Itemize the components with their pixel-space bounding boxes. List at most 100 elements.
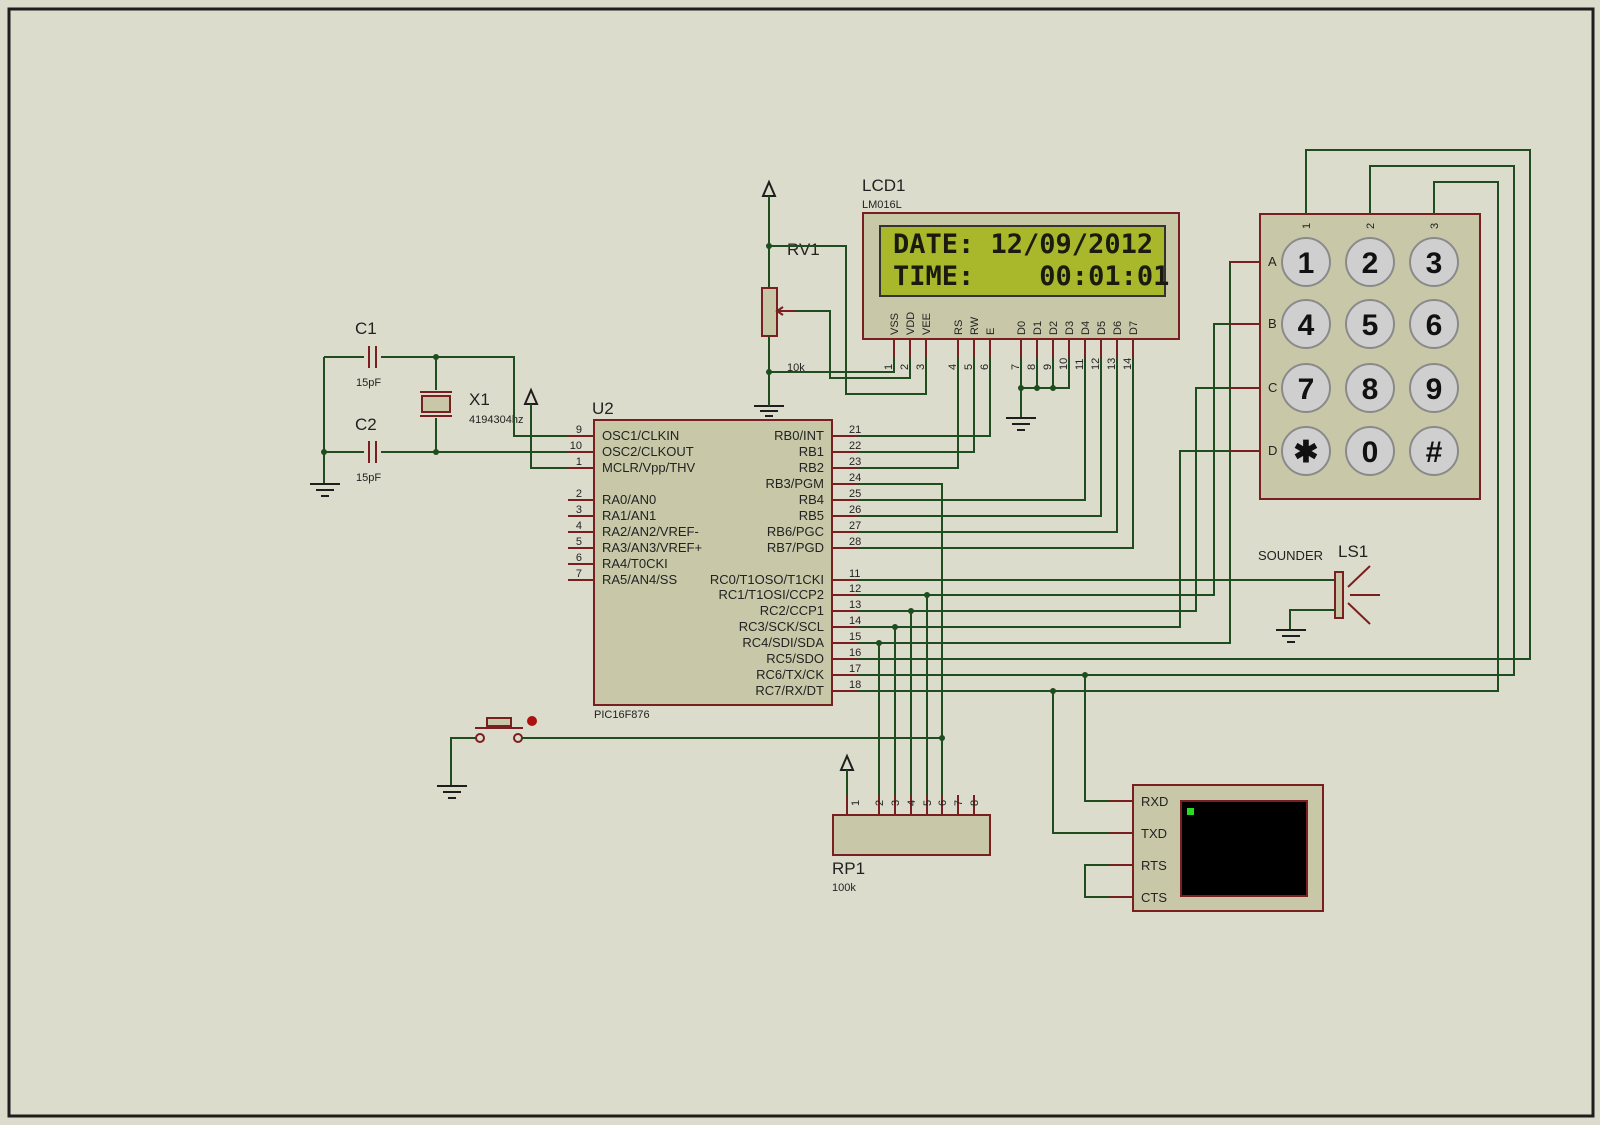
sounder-ref: LS1: [1338, 542, 1368, 561]
mcu-pin-name: RB7/PGD: [767, 540, 824, 555]
mcu-pin-number: 25: [849, 488, 861, 500]
rp1-pin-number: 1: [850, 800, 862, 806]
lcd-pin-number: 12: [1090, 358, 1102, 370]
lcd-part: LM016L: [862, 199, 902, 211]
lcd-ref: LCD1: [862, 176, 905, 195]
mcu-pin-number: 11: [849, 568, 860, 580]
lcd-pin-number: 10: [1058, 358, 1070, 370]
sounder-body: [1334, 571, 1344, 619]
mcu-pin-name: RA2/AN2/VREF-: [602, 524, 699, 539]
mcu-pin-number: 27: [849, 520, 861, 532]
keypad-key-label: 2: [1362, 247, 1379, 280]
keypad-key[interactable]: [1281, 299, 1331, 349]
rp1-pin-number: 6: [937, 800, 949, 806]
terminal-screen: [1180, 800, 1308, 897]
lcd-pin-name: RS: [953, 320, 965, 335]
mcu-pin-number: 15: [849, 631, 861, 643]
mcu-pin-name: RA4/T0CKI: [602, 556, 668, 571]
mcu-right-pins: 21RB0/INT22RB123RB224RB3/PGM25RB426RB527…: [710, 424, 861, 698]
mcu-pin-number: 21: [849, 424, 861, 436]
crystal-x1[interactable]: X1 4194304hz: [420, 354, 523, 455]
lcd-line-1: DATE: 12/09/2012: [893, 229, 1153, 260]
lcd-pin-number: 8: [1026, 364, 1038, 370]
reset-pushbutton[interactable]: [437, 716, 942, 799]
keypad-key[interactable]: [1345, 426, 1395, 476]
keypad-key[interactable]: [1409, 237, 1459, 287]
keypad-key[interactable]: [1281, 363, 1331, 413]
keypad-key[interactable]: [1345, 299, 1395, 349]
c1-value: 15pF: [356, 377, 381, 389]
mcu-pin-name: RC3/SCK/SCL: [739, 619, 824, 634]
keypad-key[interactable]: [1409, 363, 1459, 413]
mcu-pin-name: RC6/TX/CK: [756, 667, 824, 682]
rp1-body: [832, 814, 991, 856]
mcu-pin-number: 4: [576, 520, 582, 532]
button-cap: [486, 717, 512, 727]
rp1-pin-number: 7: [953, 800, 965, 806]
mcu-pin-name: RC4/SDI/SDA: [742, 635, 824, 650]
rp1-pin-number: 2: [874, 800, 886, 806]
lcd-line-2: TIME: 00:01:01: [893, 261, 1169, 292]
keypad-key[interactable]: [1281, 426, 1331, 476]
terminal-pin-name: RTS: [1141, 858, 1167, 873]
rv1-ref: RV1: [787, 240, 820, 259]
mcu-pin-number: 7: [576, 568, 582, 580]
state-indicator-icon: [527, 716, 537, 726]
mcu-pin-number: 3: [576, 504, 582, 516]
keypad-key[interactable]: [1345, 363, 1395, 413]
lcd-pin-name: RW: [969, 316, 981, 335]
mcu-pin-name: RA5/AN4/SS: [602, 572, 677, 587]
sounder-ls1[interactable]: SOUNDER LS1: [1258, 542, 1380, 643]
lcd-pin-number: 3: [915, 364, 927, 370]
keypad-key-label: 7: [1298, 373, 1315, 406]
sounder-label: SOUNDER: [1258, 548, 1323, 563]
mcu-pin-name: RA1/AN1: [602, 508, 656, 523]
keypad-key-label: 0: [1362, 436, 1379, 469]
keypad-col-label: 2: [1365, 223, 1377, 229]
lcd-pin-name: D4: [1080, 321, 1092, 335]
mcu-pin-number: 18: [849, 679, 861, 691]
mcu-pin-name: RB6/PGC: [767, 524, 824, 539]
mcu-pin-number: 26: [849, 504, 861, 516]
rp1-ref: RP1: [832, 859, 865, 878]
rp1-pin-number: 5: [922, 800, 934, 806]
keypad-row-label: A: [1268, 254, 1277, 269]
mcu-pin-name: RA3/AN3/VREF+: [602, 540, 702, 555]
capacitor-c1[interactable]: C1 15pF: [324, 319, 436, 389]
keypad-row-label: D: [1268, 443, 1277, 458]
ground-icon: [437, 785, 467, 799]
mcu-pin-number: 22: [849, 440, 861, 452]
ground-icon: [310, 483, 340, 497]
capacitor-c2[interactable]: C2 15pF: [324, 415, 436, 484]
keypad-key-label: #: [1426, 436, 1443, 469]
keypad-key[interactable]: [1409, 426, 1459, 476]
lcd-screen: [879, 225, 1166, 297]
mcu-pin-number: 16: [849, 647, 861, 659]
lcd-pin-number: 9: [1042, 364, 1054, 370]
mcu-pin-name: RC5/SDO: [766, 651, 824, 666]
lcd-pin-name: VSS: [889, 313, 901, 335]
lcd-pin-name: D2: [1048, 321, 1060, 335]
rp1-value: 100k: [832, 882, 856, 894]
mcu-pin-number: 24: [849, 472, 861, 484]
c2-value: 15pF: [356, 472, 381, 484]
keypad-key[interactable]: [1281, 237, 1331, 287]
mcu-pin-number: 12: [849, 583, 861, 595]
mcu-pin-name: MCLR/Vpp/THV: [602, 460, 696, 475]
keypad-key[interactable]: [1345, 237, 1395, 287]
lcd1[interactable]: DATE: 12/09/2012 TIME: 00:01:01 LCD1 LM0…: [862, 176, 1180, 370]
keypad-key-label: 1: [1298, 247, 1315, 280]
mcu-pin-name: OSC1/CLKIN: [602, 428, 679, 443]
keypad-key[interactable]: [1409, 299, 1459, 349]
mcu-pin-name: RB1: [799, 444, 824, 459]
ground-icon: [1276, 629, 1306, 643]
lcd-pin-number: 6: [979, 364, 991, 370]
c1-ref: C1: [355, 319, 377, 338]
